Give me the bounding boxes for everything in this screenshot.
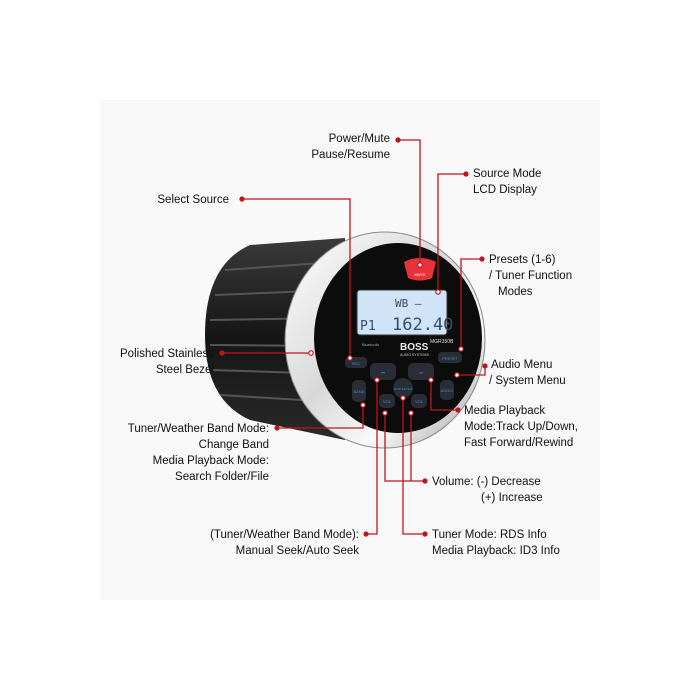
next-icon: ⏭ (419, 370, 423, 375)
lcd-frequency: 162.40 (392, 315, 453, 335)
audio-label: AUDIO (441, 388, 454, 393)
callout-select-source: Select Source (157, 194, 229, 206)
boss-logo: BOSS (400, 342, 429, 353)
brand-sub: AUDIO SYSTEMS (400, 353, 429, 357)
callout-lines (219, 137, 488, 537)
faceplate (314, 243, 482, 433)
band-label: BAND (353, 389, 364, 394)
lcd-display (356, 289, 448, 336)
mute-button[interactable] (404, 258, 436, 281)
preset-label: PRESET (442, 356, 459, 361)
callout-volume: Volume: (-) Decrease(+) Increase (432, 476, 543, 504)
lcd-line-1: WB — (395, 297, 422, 310)
src-label: SRC (352, 361, 361, 366)
audio-button[interactable] (440, 380, 454, 400)
model-label: MGR350B (430, 339, 454, 345)
mute-label: MUTE (414, 272, 426, 277)
next-button[interactable] (408, 363, 434, 380)
bluetooth-label: Bluetooth (362, 342, 379, 347)
vol-down-button[interactable] (379, 394, 395, 408)
lcd-preset: P1 (360, 319, 376, 334)
prev-icon: ⏮ (381, 370, 385, 375)
callout-audio-menu: Audio Menu/ System Menu (489, 359, 566, 387)
disp-enter-button[interactable] (393, 378, 413, 398)
callout-seek: (Tuner/Weather Band Mode):Manual Seek/Au… (210, 529, 359, 557)
band-button[interactable] (352, 380, 366, 402)
preset-button[interactable] (438, 352, 462, 363)
vol-down-label: VOL (383, 399, 392, 404)
vol-up-button[interactable] (411, 394, 427, 408)
prev-button[interactable] (370, 363, 396, 380)
disp-enter-label: DISP ENTER (394, 387, 413, 391)
vol-up-label: VOL (415, 399, 424, 404)
